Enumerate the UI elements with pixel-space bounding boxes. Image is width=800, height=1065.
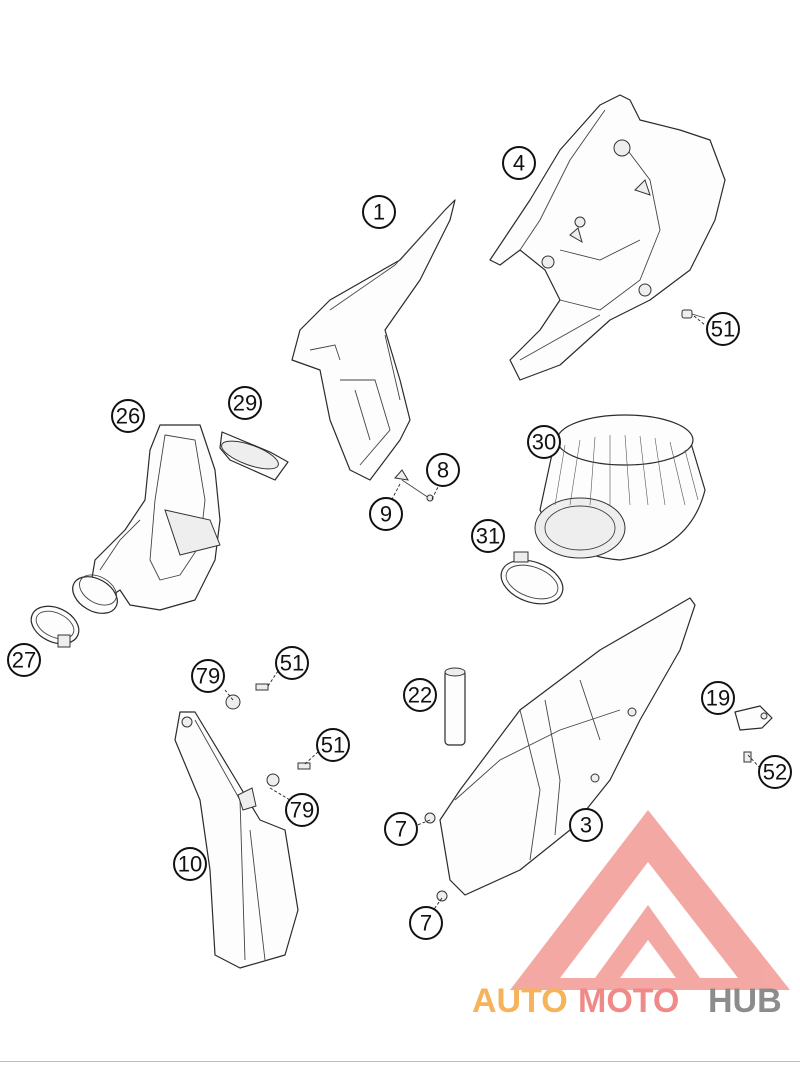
callout-79-low: 79 (285, 793, 319, 827)
callout-7-bottom: 7 (409, 906, 443, 940)
bottom-divider (0, 1061, 800, 1062)
callout-9: 9 (369, 497, 403, 531)
svg-text:AUTO: AUTO (472, 982, 568, 1020)
svg-text:3: 3 (580, 813, 592, 838)
svg-text:1: 1 (373, 200, 385, 225)
part-27-clamp (30, 605, 80, 648)
part-10-lower-cover (174, 711, 299, 969)
part-29-seal (219, 431, 289, 481)
callout-8: 8 (426, 453, 460, 487)
callout-7-top: 7 (384, 812, 418, 846)
svg-text:8: 8 (437, 458, 449, 483)
svg-text:51: 51 (280, 651, 304, 676)
part-79-washer (225, 694, 280, 787)
callout-51-low: 51 (316, 728, 350, 762)
leader-lines (224, 315, 761, 913)
svg-text:10: 10 (178, 852, 202, 877)
svg-text:HUB: HUB (708, 982, 782, 1020)
svg-text:27: 27 (12, 648, 36, 673)
callout-22: 22 (403, 678, 437, 712)
callout-31: 31 (471, 519, 505, 553)
callout-52: 52 (758, 755, 792, 789)
svg-text:79: 79 (290, 798, 314, 823)
svg-text:26: 26 (116, 404, 140, 429)
svg-text:31: 31 (476, 524, 500, 549)
callout-51-mid: 51 (275, 646, 309, 680)
part-1-side-panel (291, 199, 456, 481)
part-19-bracket (734, 705, 773, 763)
part-4-airbox-cover (489, 94, 726, 381)
callout-30: 30 (527, 425, 561, 459)
svg-text:7: 7 (395, 817, 407, 842)
svg-text:7: 7 (420, 911, 432, 936)
svg-text:52: 52 (763, 760, 787, 785)
svg-text:22: 22 (408, 683, 432, 708)
callout-4: 4 (502, 146, 536, 180)
svg-text:9: 9 (380, 502, 392, 527)
svg-text:30: 30 (532, 430, 556, 455)
part-22-tube (444, 667, 466, 746)
part-26-intake-boot (89, 424, 221, 611)
watermark-text: AUTO MOTO HUB (472, 982, 782, 1020)
svg-text:51: 51 (711, 317, 735, 342)
part-51-screws (255, 683, 311, 770)
svg-text:29: 29 (233, 391, 257, 416)
callout-26: 26 (111, 399, 145, 433)
part-3-side-cover (439, 597, 696, 896)
svg-text:19: 19 (706, 686, 730, 711)
part-26-coupling (72, 574, 118, 614)
svg-text:4: 4 (513, 151, 525, 176)
callout-3: 3 (569, 808, 603, 842)
callout-10: 10 (173, 847, 207, 881)
part-7-screw (424, 812, 448, 902)
svg-text:79: 79 (196, 664, 220, 689)
callout-29: 29 (228, 386, 262, 420)
part-31-hose-clamp (500, 551, 564, 605)
watermark-logo (510, 810, 790, 990)
svg-text:51: 51 (321, 733, 345, 758)
callout-51-top: 51 (706, 312, 740, 346)
callout-1: 1 (362, 195, 396, 229)
part-30-air-filter (534, 414, 706, 561)
callout-79-top: 79 (191, 659, 225, 693)
svg-text:MOTO: MOTO (578, 982, 679, 1020)
callout-27: 27 (7, 643, 41, 677)
part-51-screw (681, 309, 706, 319)
callout-19: 19 (701, 681, 735, 715)
